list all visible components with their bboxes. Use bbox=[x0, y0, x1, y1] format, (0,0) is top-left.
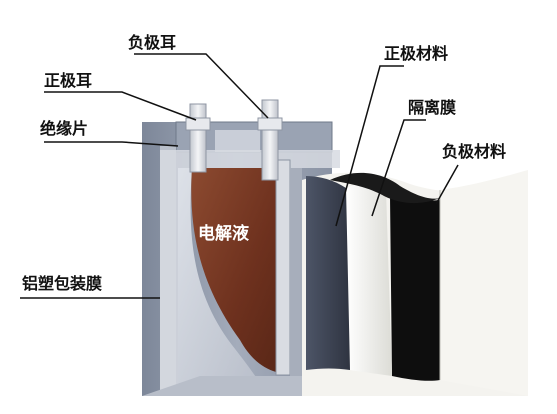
leader-insulation bbox=[44, 141, 179, 147]
positive-tab bbox=[189, 103, 207, 173]
leader-positive-material bbox=[335, 65, 404, 227]
label-insulation-sheet: 绝缘片 bbox=[40, 119, 89, 138]
leader-negative-tab bbox=[134, 53, 269, 119]
negative-material-layer bbox=[390, 196, 440, 381]
center-wall bbox=[275, 159, 291, 376]
label-negative-tab: 负极耳 bbox=[128, 33, 177, 52]
leader-separator bbox=[371, 119, 426, 217]
label-electrolyte: 电解液 bbox=[198, 224, 249, 244]
casing-top-window bbox=[215, 130, 260, 152]
leader-negative-material bbox=[435, 164, 459, 205]
label-negative-material: 负极材料 bbox=[442, 142, 507, 161]
positive-tab-seal bbox=[185, 117, 211, 131]
inner-body bbox=[178, 168, 268, 396]
roll-curl bbox=[330, 172, 440, 204]
label-aluminum-plastic-film: 铝塑包装膜 bbox=[22, 274, 103, 293]
separator-layer-front bbox=[346, 183, 392, 376]
negative-tab bbox=[261, 99, 279, 181]
leader-lines bbox=[20, 53, 459, 299]
label-positive-material: 正极材料 bbox=[384, 44, 449, 63]
outer-sheet bbox=[440, 170, 528, 396]
label-separator: 隔离膜 bbox=[408, 98, 457, 117]
casing-right-strip bbox=[290, 168, 302, 378]
negative-tab-seal bbox=[257, 117, 283, 131]
label-positive-tab: 正极耳 bbox=[44, 71, 93, 90]
positive-material-layer bbox=[306, 176, 350, 370]
electrolyte-region bbox=[191, 168, 276, 372]
leader-positive-tab bbox=[44, 91, 197, 121]
